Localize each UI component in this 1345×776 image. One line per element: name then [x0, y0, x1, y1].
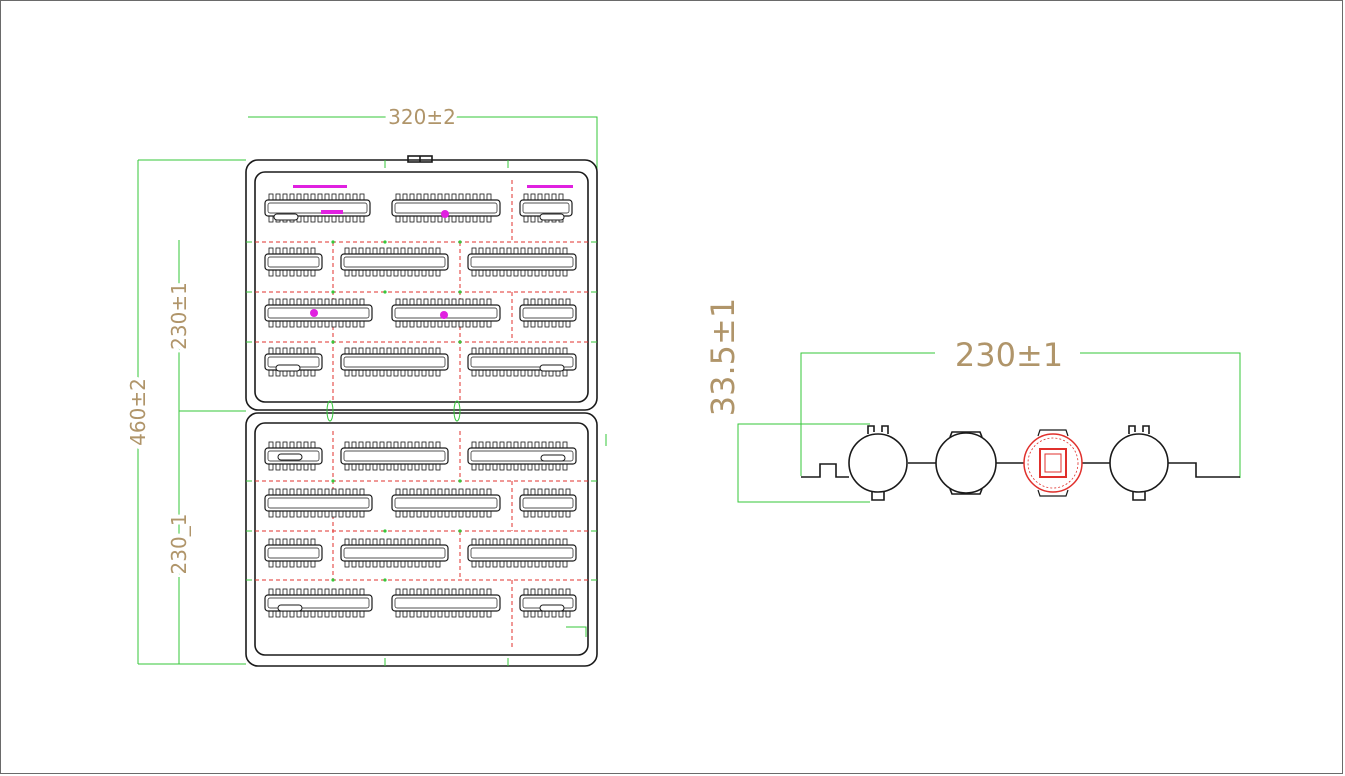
pcb-strip [391, 488, 501, 518]
fiducial-slot [277, 453, 303, 461]
pcb-strip [264, 588, 373, 618]
pcb-strip [467, 441, 577, 471]
mouse-bite [458, 479, 462, 483]
panel-upper-dimension: 230±1 [167, 282, 191, 350]
pcb-strip [519, 588, 577, 618]
break-mark [566, 626, 587, 637]
panel-pcb-strips [264, 193, 577, 618]
panel-height-dimension: 460±2 [126, 378, 150, 446]
side-height-dimension: 33.5±1 [704, 298, 742, 416]
mouse-bite [458, 340, 462, 344]
pcb-strip [264, 538, 323, 568]
side-dimension-lines [737, 352, 1241, 503]
fiducial-slot [273, 213, 299, 221]
mouse-bite [331, 479, 335, 483]
pcb-strip [391, 193, 501, 223]
pcb-strip [391, 298, 501, 328]
panel-view: 320±2 460±2 230±1 230_1 [122, 101, 607, 667]
mouse-bite [383, 578, 387, 582]
panel-width-dimension: 320±2 [388, 105, 456, 129]
pcb-strip [340, 538, 449, 568]
fiducial-slot [277, 604, 303, 612]
pcb-strip [264, 488, 373, 518]
pcb-strip [264, 347, 323, 377]
pcb-strip [340, 347, 449, 377]
side-view: 230±1 33.5±1 [704, 298, 1241, 503]
mouse-bite [331, 290, 335, 294]
mouse-bite [331, 240, 335, 244]
panel-outline [245, 155, 607, 667]
pcb-strip [264, 247, 323, 277]
panel-silkscreen [293, 185, 573, 319]
led-module [1023, 429, 1083, 497]
panel-break-marks [246, 160, 597, 666]
panel-dimension-lines [137, 116, 598, 665]
pcb-strip [519, 488, 577, 518]
mouse-bite [383, 290, 387, 294]
pcb-strip [467, 247, 577, 277]
pcb-strip [519, 298, 577, 328]
mouse-bite [458, 290, 462, 294]
pcb-strip [467, 538, 577, 568]
fiducial-slot [540, 454, 566, 462]
side-length-dimension: 230±1 [955, 336, 1063, 374]
fiducial-slot [539, 604, 565, 612]
pcb-strip [391, 588, 501, 618]
mouse-bite [458, 240, 462, 244]
pcb-strip [340, 247, 449, 277]
mouse-bite [331, 578, 335, 582]
mouse-bite [331, 340, 335, 344]
side-profile [801, 425, 1240, 501]
mouse-bite [458, 529, 462, 533]
mouse-bite [383, 240, 387, 244]
mouse-bite [383, 529, 387, 533]
pcb-strip [467, 347, 577, 377]
fiducial-slot [275, 364, 301, 372]
pcb-strip [340, 441, 449, 471]
panel-lower-dimension: 230_1 [167, 514, 191, 575]
pcb-strip [264, 298, 373, 328]
fiducial-slot [539, 213, 565, 221]
fiducial-slot [539, 364, 565, 372]
